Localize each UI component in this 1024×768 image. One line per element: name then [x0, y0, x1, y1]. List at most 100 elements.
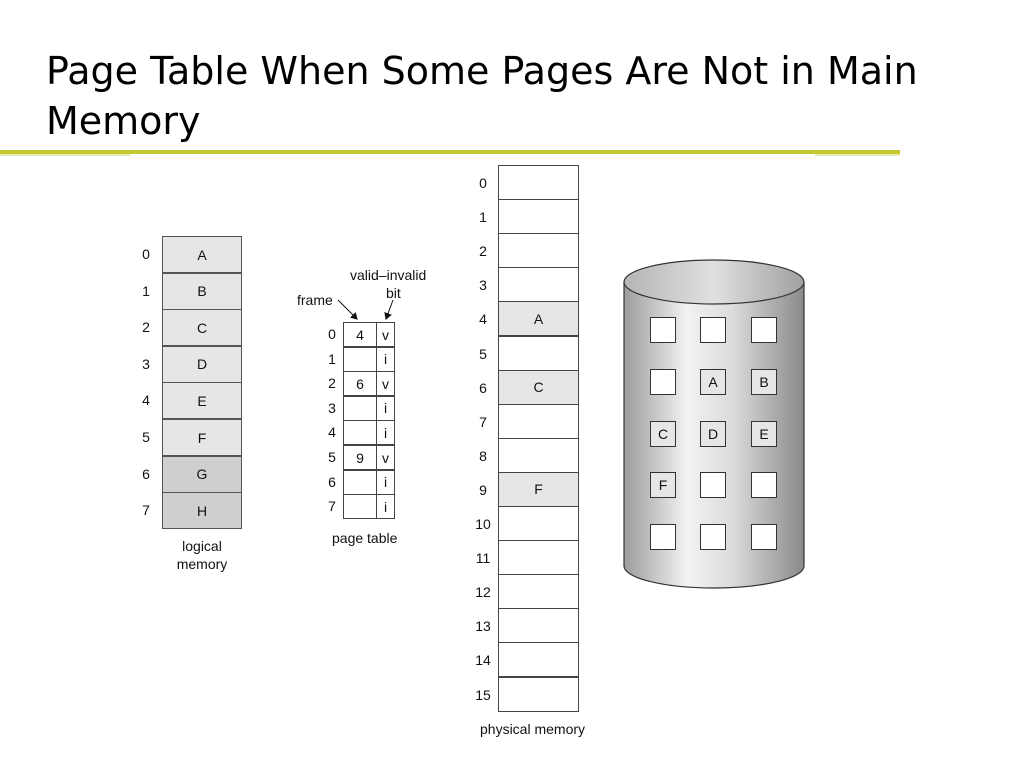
disk-page-slot [751, 472, 777, 499]
disk-page-slot: D [700, 420, 726, 447]
page-table-frame: 4 [343, 322, 377, 347]
physical-frame-index: 13 [475, 618, 491, 635]
logical-page: F [162, 419, 242, 456]
page-table-index: 1 [328, 350, 336, 367]
disk-page-slot: A [700, 368, 726, 395]
physical-frame-index: 3 [479, 277, 487, 294]
physical-frame-index: 10 [475, 516, 491, 532]
disk-page-slot [650, 317, 676, 343]
valid-invalid-bit-label: bit [386, 285, 401, 301]
physical-frame-index: 0 [479, 175, 487, 191]
physical-frame-index: 1 [479, 209, 487, 226]
logical-page: C [162, 309, 242, 347]
logical-memory-caption-line2: memory [176, 556, 228, 572]
page-table-index: 7 [328, 498, 336, 515]
logical-memory-caption-line1: logical [182, 538, 222, 554]
physical-frame [498, 642, 579, 678]
page-table-frame [343, 420, 377, 446]
page-table-valid-bit: i [376, 420, 395, 446]
physical-frame-index: 15 [475, 686, 491, 703]
logical-page-index: 7 [142, 502, 150, 519]
logical-page: B [162, 272, 242, 310]
logical-page-index: 2 [142, 319, 150, 336]
disk-page-slot [650, 368, 676, 395]
page-table-frame: 9 [343, 445, 377, 470]
physical-memory-caption: physical memory [480, 721, 586, 737]
disk-page-slot: B [751, 368, 777, 395]
physical-frame [498, 540, 579, 576]
valid-invalid-label: valid–invalid [350, 267, 427, 283]
logical-page: D [162, 345, 242, 383]
page-table-index: 6 [328, 473, 336, 490]
disk-page-slot [700, 524, 726, 551]
page-table-valid-bit: v [376, 322, 395, 347]
page-table-frame [343, 494, 377, 520]
disk-page-slot: E [751, 420, 777, 447]
page-title: Page Table When Some Pages Are Not in Ma… [46, 49, 918, 143]
disk-page-slot: F [650, 472, 676, 499]
physical-frame: F [498, 471, 579, 507]
physical-frame [498, 437, 579, 473]
frame-arrow [337, 299, 358, 320]
physical-frame-index: 4 [479, 311, 487, 328]
physical-frame [498, 506, 579, 541]
logical-page-index: 1 [142, 282, 150, 299]
physical-frame [498, 233, 579, 269]
disk-page-slot [751, 317, 777, 343]
physical-frame-index: 8 [479, 447, 487, 464]
physical-frame [498, 676, 579, 712]
physical-frame-index: 7 [479, 413, 487, 430]
physical-frame-index: 14 [475, 652, 491, 669]
disk-page-slot: C [650, 420, 676, 447]
physical-frame [498, 608, 579, 644]
page-table-valid-bit: v [376, 445, 395, 470]
logical-page-index: 0 [142, 246, 150, 262]
physical-frame: A [498, 301, 579, 337]
physical-frame [498, 335, 579, 371]
page-table-index: 0 [328, 326, 336, 342]
logical-page-index: 5 [142, 429, 150, 445]
page-table-frame [343, 469, 377, 495]
logical-page-index: 6 [142, 465, 150, 482]
page-table-index: 2 [328, 375, 336, 392]
page-table-index: 3 [328, 399, 336, 416]
disk-page-slot [700, 472, 726, 499]
logical-page-index: 4 [142, 392, 150, 409]
physical-frame-index: 11 [475, 550, 491, 567]
logical-page: G [162, 455, 242, 493]
page-table-valid-bit: i [376, 469, 395, 495]
title-underline-shadow-left [0, 154, 130, 156]
logical-page-index: 3 [142, 355, 150, 372]
physical-frame: C [498, 369, 579, 405]
logical-page: H [162, 492, 242, 530]
page-table-index: 5 [328, 449, 336, 465]
physical-frame-index: 6 [479, 379, 487, 396]
physical-frame-index: 5 [479, 345, 487, 362]
page-table-valid-bit: i [376, 346, 395, 372]
page-table-frame [343, 346, 377, 372]
physical-frame [498, 574, 579, 610]
physical-frame [498, 165, 579, 200]
disk-page-slot [650, 524, 676, 551]
page-table-frame: 6 [343, 371, 377, 397]
title-underline-shadow-right [815, 154, 900, 156]
page-table-frame [343, 395, 377, 421]
disk-page-slot [751, 524, 777, 551]
valid-bit-arrow [384, 299, 394, 320]
title-underline [0, 150, 900, 154]
logical-page: E [162, 382, 242, 420]
page-table-caption: page table [332, 530, 398, 546]
page-table-valid-bit: i [376, 395, 395, 421]
physical-frame-index: 9 [479, 481, 487, 498]
page-table-index: 4 [328, 424, 336, 441]
page-table-valid-bit: i [376, 494, 395, 520]
physical-frame [498, 199, 579, 235]
logical-page: A [162, 236, 242, 273]
physical-frame-index: 12 [475, 584, 491, 601]
physical-frame [498, 403, 579, 439]
physical-frame-index: 2 [479, 243, 487, 260]
physical-frame [498, 267, 579, 303]
frame-label: frame [297, 292, 333, 308]
page-table-valid-bit: v [376, 371, 395, 397]
